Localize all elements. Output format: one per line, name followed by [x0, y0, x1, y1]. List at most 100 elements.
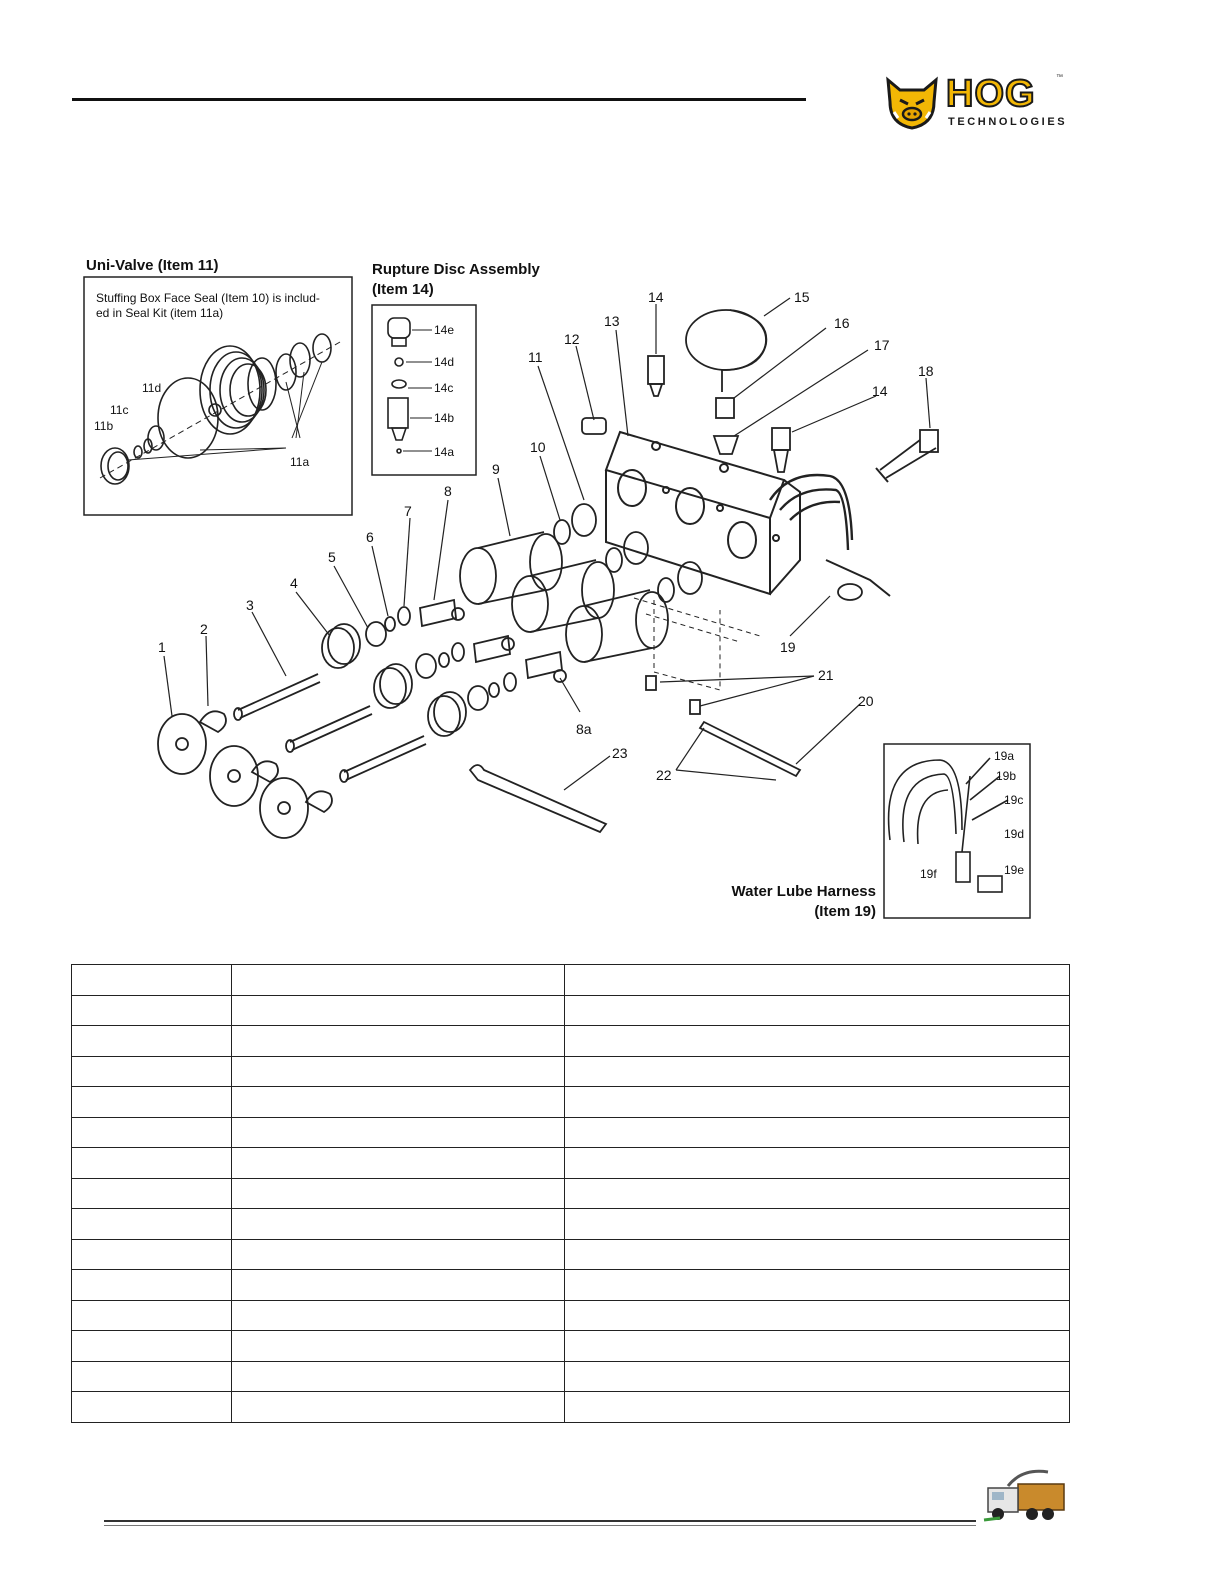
univalve-inset-box	[83, 276, 353, 516]
table-cell	[564, 1330, 1070, 1362]
harness-parts	[887, 757, 1009, 893]
table-cell	[71, 1055, 232, 1087]
callout-20: 20	[858, 693, 874, 709]
table-row	[71, 1238, 1070, 1270]
table-cell	[231, 1025, 565, 1057]
callout-18: 18	[918, 363, 934, 379]
table-row	[71, 1025, 1070, 1057]
callout-7: 7	[404, 503, 412, 519]
table-cell	[71, 994, 232, 1026]
callout-14b: 14b	[434, 411, 454, 425]
callout-19d: 19d	[1004, 827, 1024, 841]
footer-rule-thin	[104, 1525, 976, 1526]
callout-14d: 14d	[434, 355, 454, 369]
table-cell	[71, 1391, 232, 1423]
table-row	[71, 964, 1070, 996]
truck-icon	[983, 1469, 1065, 1522]
harness-title-line1: Water Lube Harness	[732, 883, 877, 900]
pump-assemblies	[157, 503, 703, 839]
table-cell	[71, 1025, 232, 1057]
table-cell	[564, 964, 1070, 996]
callout-1: 1	[158, 639, 166, 655]
table-row	[71, 1086, 1070, 1118]
callout-19c: 19c	[1004, 793, 1023, 807]
table-cell	[71, 964, 232, 996]
table-row	[71, 1330, 1070, 1362]
univalve-note-line1: Stuffing Box Face Seal (Item 10) is incl…	[96, 291, 320, 305]
table-cell	[564, 1208, 1070, 1240]
callout-14e: 14e	[434, 323, 454, 337]
callout-19e: 19e	[1004, 863, 1024, 877]
brand-trademark: ™	[1056, 74, 1063, 81]
leader-lines	[163, 297, 931, 791]
harness-inset-box	[883, 743, 1031, 919]
table-row	[71, 1116, 1070, 1148]
table-cell	[564, 1116, 1070, 1148]
callout-19b: 19b	[996, 769, 1016, 783]
callout-21: 21	[818, 667, 834, 683]
callout-19f: 19f	[920, 867, 937, 881]
callout-19: 19	[780, 639, 796, 655]
table-cell	[564, 1269, 1070, 1301]
callout-14c: 14c	[434, 381, 453, 395]
univalve-title: Uni-Valve (Item 11)	[86, 257, 219, 274]
callout-9: 9	[492, 461, 500, 477]
table-cell	[71, 1177, 232, 1209]
callout-8a: 8a	[576, 721, 592, 737]
header-rule	[72, 98, 806, 101]
callout-8: 8	[444, 483, 452, 499]
table-row	[71, 1299, 1070, 1331]
callout-11d: 11d	[142, 381, 161, 395]
table-cell	[71, 1360, 232, 1392]
callout-14-top: 14	[648, 289, 664, 305]
table-cell	[231, 1391, 565, 1423]
table-cell	[231, 1238, 565, 1270]
callout-14a: 14a	[434, 445, 454, 459]
table-cell	[231, 964, 565, 996]
callout-11a: 11a	[290, 455, 309, 469]
table-cell	[71, 1238, 232, 1270]
callout-2: 2	[200, 621, 208, 637]
hog-head-icon	[886, 76, 938, 130]
table-cell	[71, 1208, 232, 1240]
harness-title-line2: (Item 19)	[814, 903, 876, 920]
table-cell	[564, 1299, 1070, 1331]
callout-15: 15	[794, 289, 810, 305]
table-cell	[564, 1177, 1070, 1209]
table-cell	[231, 1269, 565, 1301]
table-cell	[564, 1238, 1070, 1270]
callout-10: 10	[530, 439, 546, 455]
table-cell	[231, 1360, 565, 1392]
table-cell	[231, 994, 565, 1026]
table-cell	[231, 1116, 565, 1148]
brand-name: HOG	[945, 73, 1036, 115]
table-cell	[71, 1116, 232, 1148]
hog-logo: HOG ™ TECHNOLOGIES	[882, 72, 1068, 132]
callout-5: 5	[328, 549, 336, 565]
brand-tagline: TECHNOLOGIES	[948, 116, 1068, 128]
rupture-inset-box	[371, 304, 477, 476]
table-cell	[231, 1330, 565, 1362]
table-cell	[231, 1299, 565, 1331]
parts-table-body	[71, 964, 1070, 1423]
callout-12: 12	[564, 331, 580, 347]
callout-23: 23	[612, 745, 628, 761]
table-cell	[564, 1055, 1070, 1087]
univalve-parts	[99, 333, 341, 485]
dashed-guides	[633, 597, 761, 691]
table-row	[71, 1055, 1070, 1087]
upper-components	[581, 309, 939, 601]
table-cell	[564, 1025, 1070, 1057]
rupture-title-line2: (Item 14)	[372, 281, 434, 298]
table-cell	[564, 1147, 1070, 1179]
table-cell	[231, 1208, 565, 1240]
callout-17: 17	[874, 337, 890, 353]
manifold-block	[604, 430, 801, 596]
table-cell	[564, 1391, 1070, 1423]
table-row	[71, 1177, 1070, 1209]
table-cell	[564, 1360, 1070, 1392]
table-row	[71, 994, 1070, 1026]
table-cell	[564, 1086, 1070, 1118]
callout-22: 22	[656, 767, 672, 783]
table-cell	[71, 1269, 232, 1301]
